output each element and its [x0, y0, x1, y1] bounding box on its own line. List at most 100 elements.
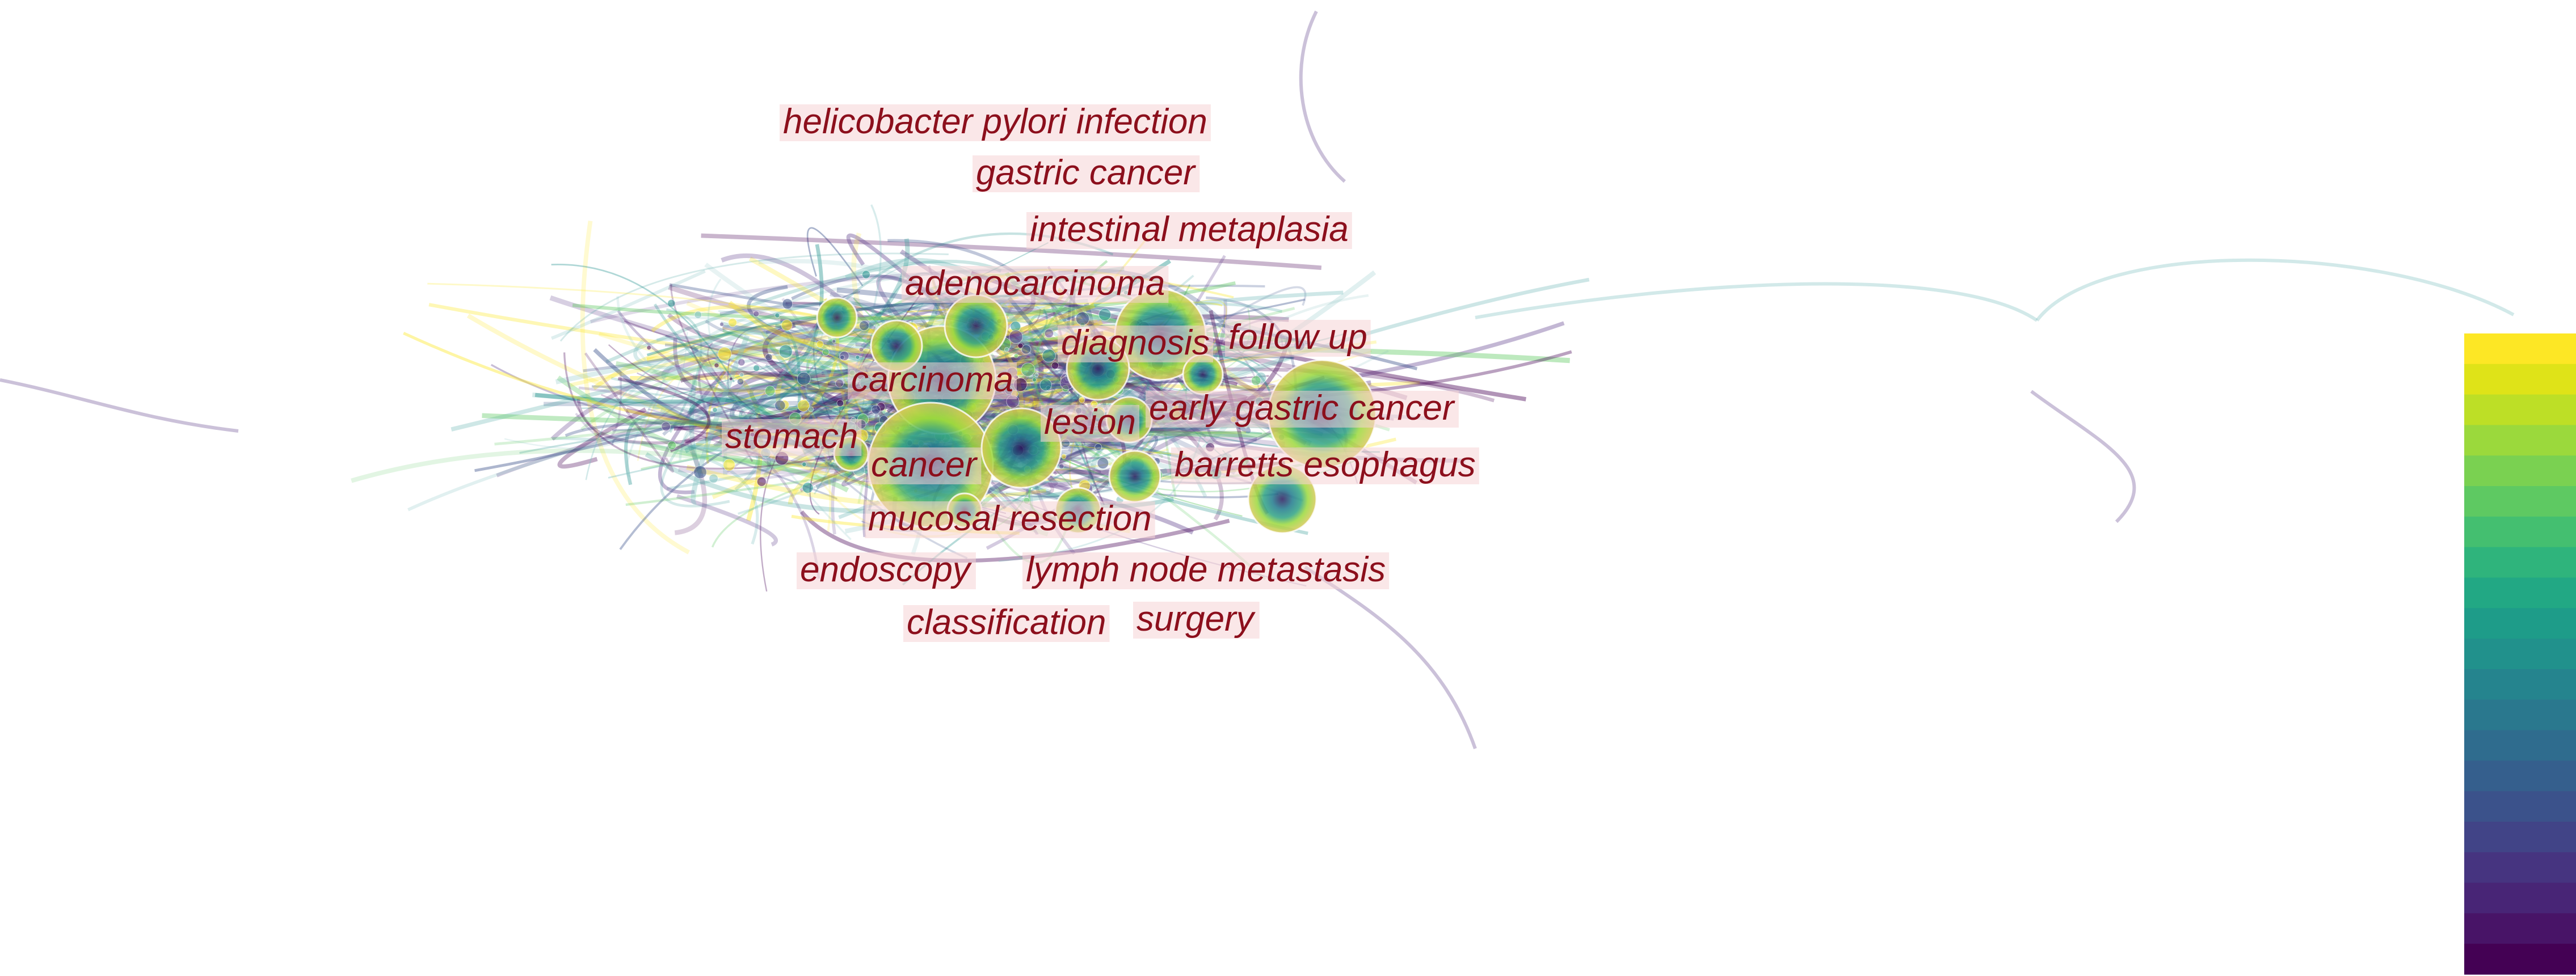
- network-edge: [762, 322, 869, 415]
- network-edge: [637, 372, 933, 427]
- network-node: [871, 404, 881, 415]
- keyword-label-background: [868, 447, 982, 484]
- color-bar-segment: [2464, 486, 2576, 517]
- network-edge: [676, 494, 778, 547]
- network-edge: [2035, 258, 2515, 322]
- network-edge: [550, 337, 806, 441]
- keyword-label: carcinoma: [851, 360, 1013, 399]
- network-edge: [653, 303, 917, 513]
- network-node: [835, 379, 844, 388]
- network-edge: [661, 323, 765, 380]
- network-node: [765, 353, 773, 361]
- network-edge: [674, 438, 708, 535]
- network-edge: [563, 352, 845, 470]
- keyword-label: early gastric cancer: [1149, 388, 1455, 428]
- network-edge: [474, 354, 896, 472]
- color-bar-segment: [2464, 333, 2576, 365]
- keyword-label: intestinal metaplasia: [1030, 210, 1349, 249]
- network-node: [859, 320, 869, 331]
- network-edge: [2030, 390, 2136, 523]
- keyword-label: diagnosis: [1061, 323, 1210, 362]
- color-bar-segment: [2464, 577, 2576, 609]
- network-edge: [1002, 290, 1344, 354]
- color-bar: [2464, 333, 2576, 975]
- keyword-label: endoscopy: [800, 550, 973, 589]
- network-edge: [727, 325, 831, 391]
- network-node: [1021, 344, 1032, 354]
- color-bar-segment: [2464, 639, 2576, 670]
- network-edge: [902, 430, 1262, 586]
- network-edge: [557, 375, 727, 453]
- network-edge: [684, 238, 910, 453]
- network-node: [764, 385, 776, 396]
- network-edge: [1304, 565, 1477, 749]
- keyword-label: stomach: [725, 417, 858, 456]
- network-edge: [551, 264, 735, 383]
- keyword-label-background: [780, 104, 1211, 141]
- network-node: [861, 270, 870, 279]
- network-node: [1042, 349, 1056, 363]
- network-node: [728, 318, 737, 327]
- network-edge: [584, 352, 674, 473]
- network-node: [778, 344, 793, 358]
- network-node: [782, 298, 793, 310]
- keyword-label-background: [1022, 552, 1390, 589]
- network-node: [944, 294, 1008, 358]
- network-node: [739, 372, 744, 377]
- network-edge: [673, 337, 795, 396]
- keyword-label: adenocarcinoma: [905, 264, 1165, 303]
- keyword-label-background: [1041, 405, 1139, 442]
- network-edge: [611, 434, 838, 500]
- network-node: [709, 474, 718, 484]
- network-node: [1095, 443, 1102, 451]
- color-bar-segment: [2464, 699, 2576, 731]
- color-bar-segment: [2464, 913, 2576, 944]
- keyword-label-background: [1058, 326, 1213, 362]
- network-node: [802, 482, 814, 493]
- network-edge: [552, 437, 759, 545]
- network-node: [1061, 454, 1067, 459]
- network-node: [646, 345, 651, 350]
- network-edge: [931, 276, 1247, 434]
- network-edge: [637, 351, 781, 461]
- network-edge: [624, 412, 698, 485]
- network-node: [816, 297, 858, 339]
- network-node: [1017, 343, 1024, 349]
- network-node: [1009, 329, 1023, 344]
- network-edge: [0, 378, 239, 433]
- network-node: [693, 465, 707, 479]
- keyword-label: surgery: [1137, 599, 1256, 639]
- network-edge: [580, 221, 690, 555]
- network-edge: [805, 378, 851, 436]
- network-node: [719, 322, 725, 327]
- keyword-label: mucosal resection: [868, 499, 1152, 538]
- network-node: [753, 310, 760, 318]
- network-node: [1098, 308, 1112, 321]
- network-node: [738, 358, 746, 366]
- network-edge: [814, 397, 865, 495]
- network-node: [661, 421, 671, 432]
- network-node: [712, 407, 718, 413]
- network-node: [1032, 377, 1037, 382]
- network-node: [753, 365, 760, 371]
- network-node: [808, 406, 814, 412]
- network-edge: [646, 355, 763, 522]
- network-node: [775, 312, 780, 318]
- network-node: [1044, 328, 1054, 338]
- network-edge: [1299, 10, 1346, 183]
- network-edge: [1007, 296, 1071, 376]
- keyword-label: classification: [907, 603, 1106, 642]
- network-node: [816, 340, 824, 348]
- color-bar-segment: [2464, 547, 2576, 578]
- network-edge: [585, 327, 786, 480]
- network-node: [797, 399, 810, 412]
- network-node: [832, 339, 836, 344]
- keyword-label-background: [1225, 320, 1371, 357]
- network-edge: [862, 412, 878, 538]
- network-edge: [747, 285, 842, 361]
- keyword-label: follow up: [1228, 318, 1367, 357]
- network-edge: [733, 357, 897, 416]
- keyword-label-background: [902, 266, 1169, 303]
- color-bar-segment: [2464, 882, 2576, 914]
